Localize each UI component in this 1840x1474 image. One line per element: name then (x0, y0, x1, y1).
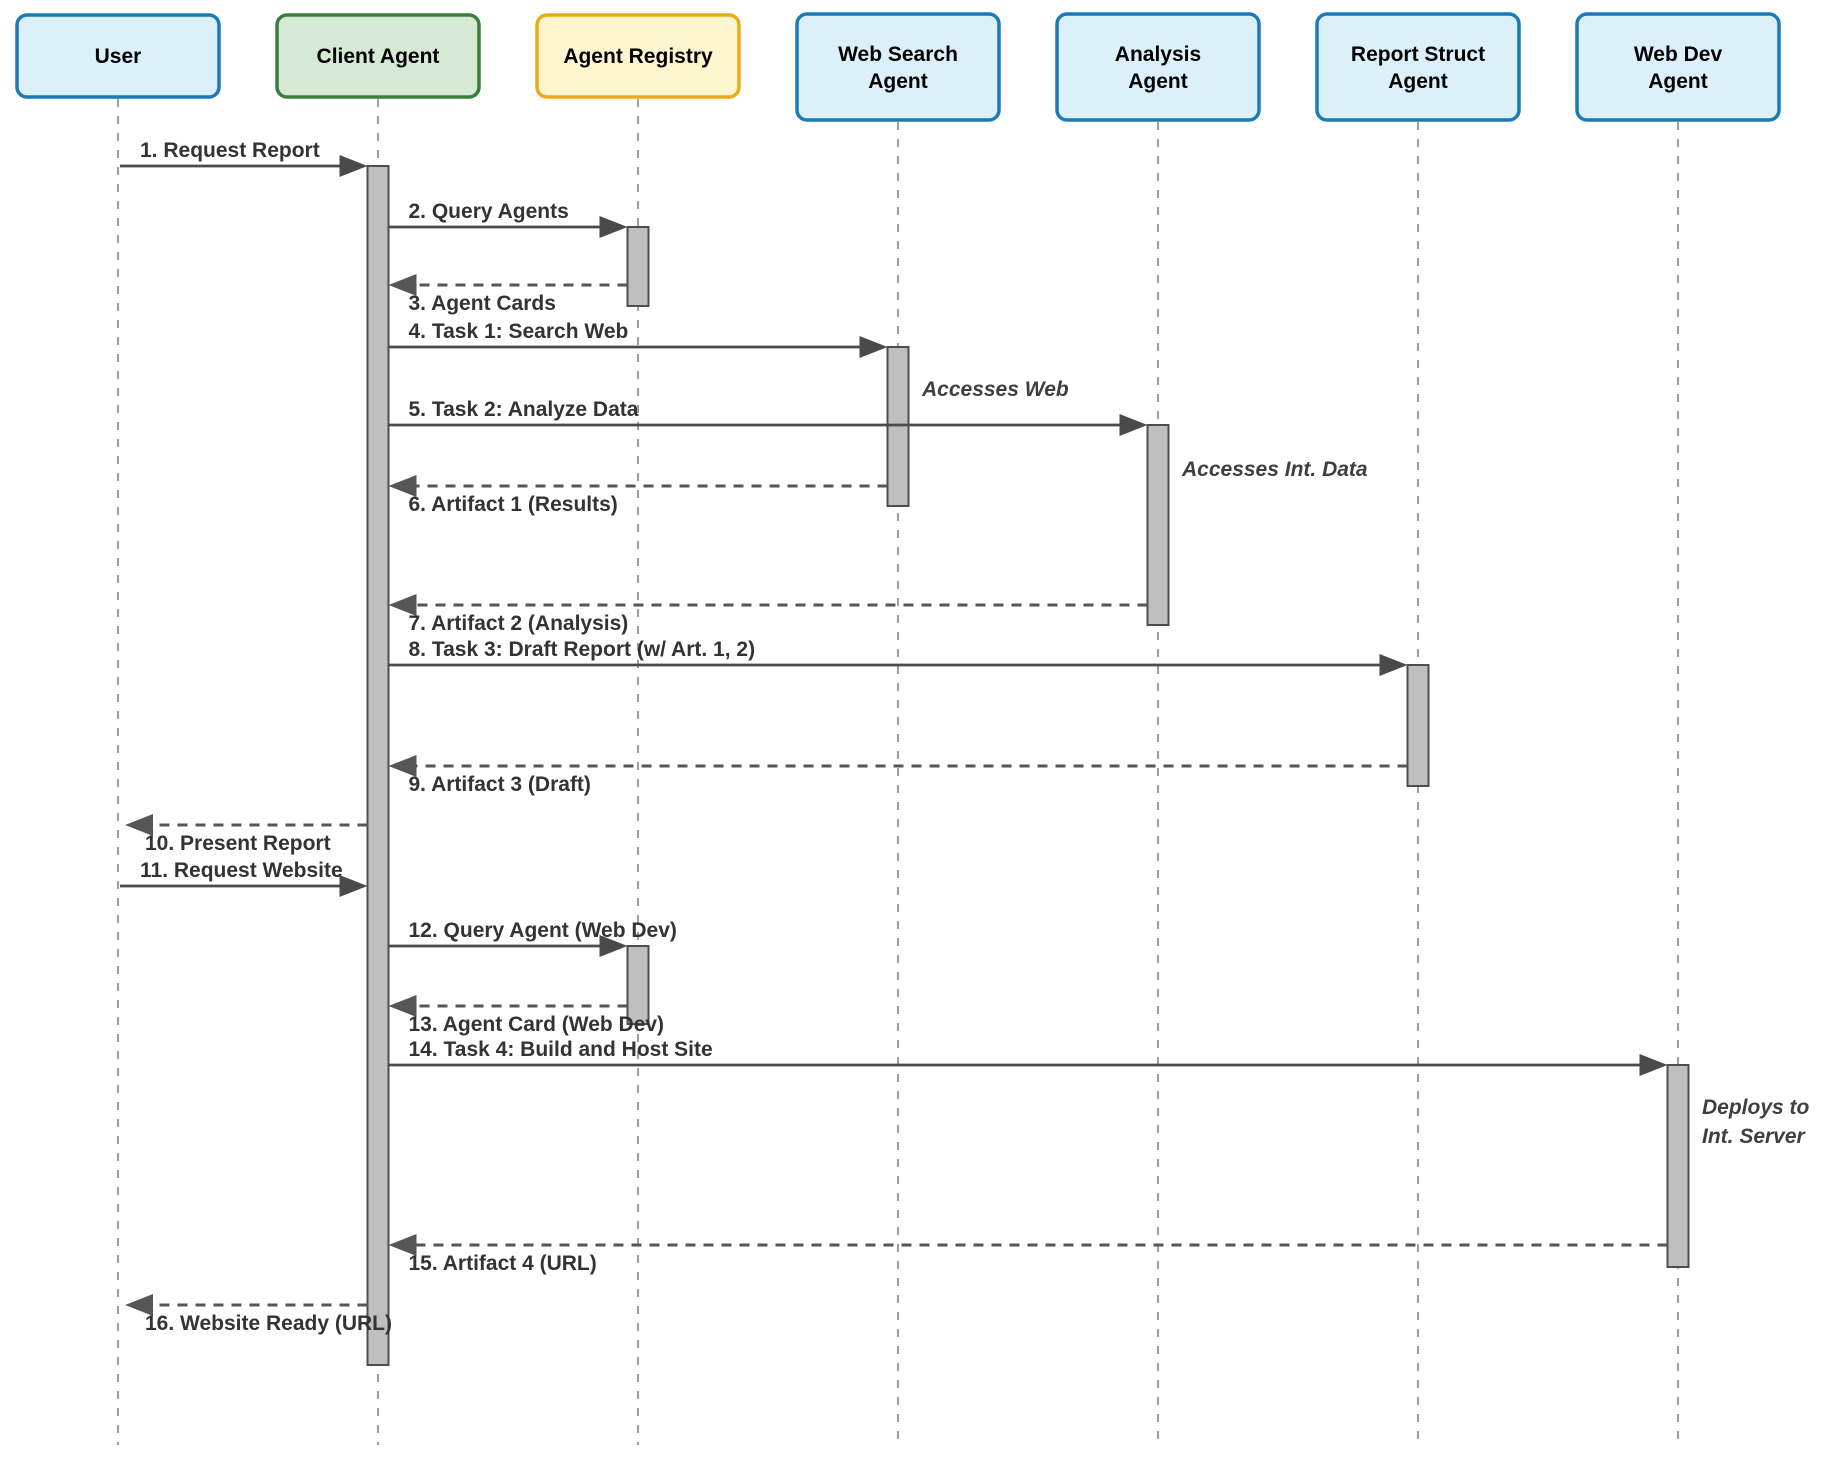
actor-label-analysis-line1: Analysis (1115, 43, 1201, 66)
actor-label-websearch-line1: Web Search (838, 43, 958, 66)
actor-label-report-line2: Agent (1388, 70, 1448, 93)
activation-bar-registry-2 (626, 226, 650, 307)
message-arrowhead-8 (1379, 654, 1408, 676)
annotation-deploys-to-server-line1: Deploys to (1702, 1096, 1810, 1119)
message-arrowhead-5 (1119, 414, 1148, 436)
message-arrowhead-6 (388, 475, 417, 497)
message-arrowhead-11 (339, 875, 368, 897)
message-label-1: 1. Request Report (140, 139, 320, 162)
actor-label-analysis-line2: Agent (1128, 70, 1188, 93)
annotation-accesses-web: Accesses Web (921, 378, 1069, 401)
actor-box-webdev (1575, 12, 1781, 122)
message-label-15: 15. Artifact 4 (URL) (409, 1252, 597, 1275)
activation-bar-report-5 (1406, 664, 1430, 787)
message-label-6: 6. Artifact 1 (Results) (409, 493, 618, 516)
message-label-14: 14. Task 4: Build and Host Site (409, 1038, 713, 1061)
message-arrowhead-1 (339, 155, 368, 177)
message-label-12: 12. Query Agent (Web Dev) (409, 919, 677, 942)
activation-bar-websearch-3 (886, 346, 910, 507)
message-arrowhead-9 (388, 755, 417, 777)
actor-client: Client Agent (275, 13, 481, 99)
activation-bar-client-1 (366, 165, 390, 1366)
message-label-16: 16. Website Ready (URL) (145, 1312, 392, 1335)
message-label-7: 7. Artifact 2 (Analysis) (409, 612, 629, 635)
actor-box-user (15, 13, 221, 99)
actor-label-webdev-line1: Web Dev (1634, 43, 1723, 66)
message-arrowhead-15 (388, 1234, 417, 1256)
actor-label-websearch-line2: Agent (868, 70, 928, 93)
actor-box-registry (535, 13, 741, 99)
message-arrowhead-4 (859, 336, 888, 358)
actor-box-report (1315, 12, 1521, 122)
message-label-3: 3. Agent Cards (409, 292, 556, 315)
message-arrowhead-10 (125, 814, 153, 836)
message-label-5: 5. Task 2: Analyze Data (409, 398, 639, 421)
message-label-10: 10. Present Report (145, 832, 331, 855)
message-label-8: 8. Task 3: Draft Report (w/ Art. 1, 2) (409, 638, 756, 661)
message-label-11: 11. Request Website (140, 859, 343, 882)
message-label-4: 4. Task 1: Search Web (409, 320, 629, 343)
actor-user: User (15, 13, 221, 99)
actor-registry: Agent Registry (535, 13, 741, 99)
annotation-accesses-int-data: Accesses Int. Data (1181, 458, 1368, 481)
activation-bar-registry-6 (626, 945, 650, 1025)
message-label-13: 13. Agent Card (Web Dev) (409, 1013, 665, 1036)
message-arrowhead-7 (388, 594, 417, 616)
actor-label-user: User (95, 45, 142, 68)
actor-label-client: Client Agent (317, 45, 440, 68)
message-arrowhead-2 (599, 216, 628, 238)
actor-label-registry: Agent Registry (563, 45, 713, 68)
annotation-deploys-to-server-line2: Int. Server (1702, 1125, 1807, 1148)
actor-label-report-line1: Report Struct (1351, 43, 1485, 66)
actor-box-analysis (1055, 12, 1261, 122)
actor-box-client (275, 13, 481, 99)
message-label-2: 2. Query Agents (409, 200, 569, 223)
message-arrowhead-12 (599, 935, 628, 957)
actor-label-webdev-line2: Agent (1648, 70, 1708, 93)
activation-bar-analysis-4 (1146, 424, 1170, 626)
activation-bar-webdev-7 (1666, 1064, 1690, 1268)
message-arrowhead-14 (1639, 1054, 1668, 1076)
message-arrowhead-16 (125, 1294, 153, 1316)
message-arrowhead-13 (388, 995, 417, 1017)
message-arrowhead-3 (388, 274, 417, 296)
actor-box-websearch (795, 12, 1001, 122)
message-label-9: 9. Artifact 3 (Draft) (409, 773, 591, 796)
